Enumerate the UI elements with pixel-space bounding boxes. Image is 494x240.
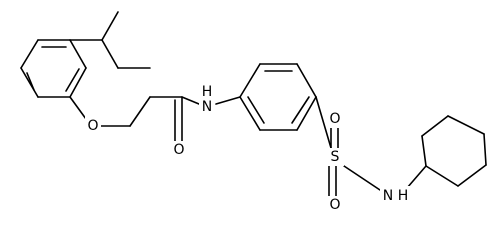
atom-bg-h-sulfonamide [396, 186, 410, 204]
bond-n-to-ring [215, 96, 241, 105]
phenyl-ring-left [20, 39, 87, 98]
atom-o-sulfonyl-top: O [329, 111, 340, 127]
sec-butyl-group [69, 11, 151, 69]
bond-ring2-f [239, 96, 261, 131]
bond-ch-to-methyl [101, 11, 119, 41]
ether-linker [69, 96, 151, 127]
bond-ring2-a [239, 63, 261, 98]
atom-bg-n-sulfonamide [380, 186, 396, 204]
bond-ring1-e [20, 67, 39, 98]
atom-labels: O H N O S O O N H [85, 84, 410, 214]
atom-n-amide: N [202, 99, 212, 115]
bond-ring1-f [20, 39, 39, 69]
atom-s-sulfonyl: S [331, 149, 340, 165]
atom-bg-n-amide [199, 98, 215, 116]
bond-cy-b [421, 115, 449, 137]
bond-ring2-double-c [247, 96, 265, 124]
bond-ch2-to-c [129, 96, 151, 127]
molecule-canvas: O H N O S O O N H [20, 11, 487, 214]
atom-h-sulfonamide: H [398, 188, 409, 204]
atom-bg-h-amide [199, 84, 215, 100]
bond-ring2-double-b [291, 96, 310, 124]
bond-ring2-c [296, 63, 317, 98]
atom-bg-o-bottom [326, 196, 344, 214]
bond-carbonyl-to-n [181, 96, 200, 105]
bond-s-to-n [343, 165, 381, 191]
bond-ring-to-s [315, 96, 332, 149]
bond-ch-to-ch2 [101, 39, 119, 69]
bond-ring1-b [69, 39, 87, 69]
atom-n-sulfonamide: N [383, 188, 393, 204]
atom-bg-s [326, 148, 344, 166]
atom-o-ether: O [87, 118, 98, 134]
bond-ring2-d [296, 96, 317, 131]
atom-h-amide: H [202, 84, 213, 100]
phenyl-ring-center [239, 63, 317, 131]
bond-cy-c [447, 115, 485, 135]
sulfonyl-group [315, 96, 381, 198]
atom-bg-o-top [326, 110, 344, 128]
atom-bg-o-ether [85, 116, 101, 134]
molecule-drawing: O H N O S O O N H [20, 11, 487, 214]
bond-ring-to-o [69, 96, 87, 120]
bond-cy-a [421, 135, 427, 167]
atom-o-sulfonyl-bottom: O [329, 197, 340, 213]
bond-n-to-ring [406, 165, 427, 189]
cyclohexyl-ring [406, 115, 487, 189]
bond-cy-e [457, 164, 487, 187]
bond-cy-f [425, 165, 459, 187]
bond-ring1-double-b [65, 68, 80, 92]
atom-o-carbonyl: O [173, 142, 184, 158]
bond-ring1-double-c [26, 72, 35, 91]
bond-cy-d [483, 133, 487, 166]
atom-bg-o-carbonyl [171, 141, 187, 159]
amide-group [149, 96, 241, 142]
bond-ring1-c [69, 67, 87, 98]
